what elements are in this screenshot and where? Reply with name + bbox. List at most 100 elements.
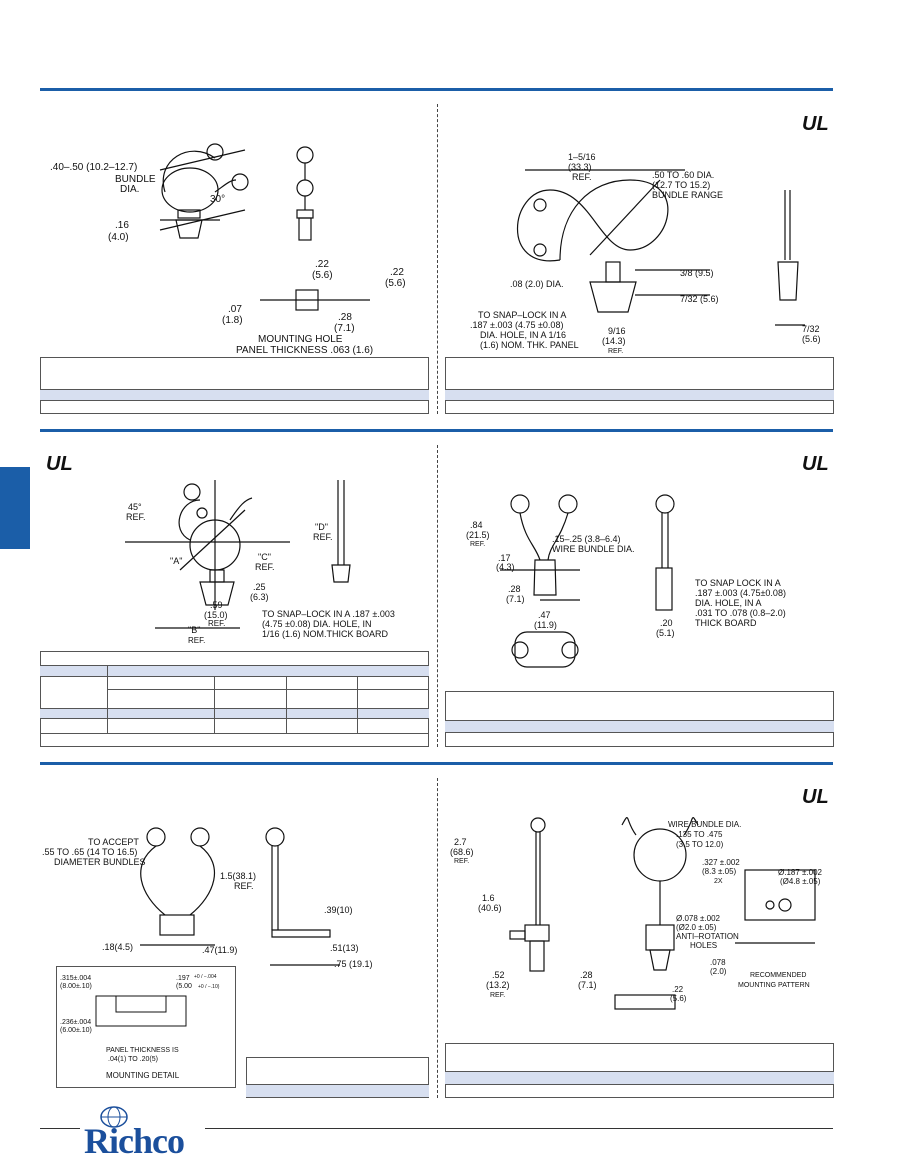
ref-label: REF. <box>490 992 505 999</box>
snap-lock-label: 1/16 (1.6) NOM.THICK BOARD <box>262 629 389 639</box>
dimension-label: .20 <box>660 618 673 628</box>
dimension-label: (5.6) <box>802 334 821 344</box>
table-col <box>286 677 287 733</box>
wire-bundle-label: (3.5 TO 12.0) <box>676 840 724 849</box>
dimension-label: (5.6) <box>385 278 406 289</box>
dimension-label: 7/32 <box>802 324 820 334</box>
dimension-label: (14.3) <box>602 336 626 346</box>
panel-thickness-label: PANEL THICKNESS .063 (1.6) <box>236 345 373 355</box>
dimension-label: (13.2) <box>486 980 510 990</box>
side-tab <box>0 467 30 549</box>
mounting-hole-label: MOUNTING HOLE <box>258 334 343 345</box>
dimension-label: .51(13) <box>330 943 359 953</box>
dimension-label: 9/16 <box>608 326 626 336</box>
section-rule-1 <box>40 88 833 91</box>
dimension-label: .197 <box>176 975 190 982</box>
section-rule-3 <box>40 762 833 765</box>
ul-listed-icon: UL <box>46 453 73 474</box>
tolerance-label: +0 / −.10) <box>198 984 220 990</box>
dimension-label: (40.6) <box>478 903 502 913</box>
dia-range-label: (12.7 TO 15.2) <box>652 180 710 190</box>
dimension-label: (21.5) <box>466 530 490 540</box>
dimension-label: (1.8) <box>222 315 243 326</box>
dimension-label: (5.1) <box>656 628 675 638</box>
dimension-label: 3/8 (9.5) <box>680 268 714 278</box>
snap-lock-label: .187 ±.003 (4.75±0.08) <box>695 588 786 598</box>
table-rule <box>40 733 429 734</box>
wire-bundle-label: WIRE BUNDLE DIA. <box>668 820 741 829</box>
accept-label: DIAMETER BUNDLES <box>54 857 146 867</box>
bundle-label: WIRE BUNDLE DIA. <box>552 544 635 554</box>
dimension-label: .327 ±.002 <box>702 858 740 867</box>
recommended-label: RECOMMENDED <box>750 972 806 979</box>
dimension-label: .47(11.9) <box>202 945 237 955</box>
dia-range-label: .50 TO .60 DIA. <box>652 170 714 180</box>
dimension-label: (68.6) <box>450 847 474 857</box>
snap-lock-label: .031 TO .078 (0.8–2.0) <box>695 608 786 618</box>
column-divider-1 <box>437 104 438 414</box>
dimension-label: .75 (19.1) <box>334 959 373 969</box>
bundle-label: BUNDLE <box>115 174 156 185</box>
dimension-label: .28 <box>508 584 521 594</box>
panel6-table <box>445 1043 834 1098</box>
ref-label: REF. <box>126 512 146 522</box>
ref-label: REF. <box>470 541 485 548</box>
dimension-b-label: "B" <box>188 625 200 635</box>
table-col <box>107 665 108 733</box>
dimension-label: (2.0) <box>710 967 727 976</box>
dimension-a-label: "A" <box>170 556 182 566</box>
footer-rule <box>205 1128 833 1129</box>
dimension-label: 7/32 (5.6) <box>680 294 719 304</box>
accept-label: .55 TO .65 (14 TO 16.5) <box>42 847 137 857</box>
ref-label: REF. <box>608 348 623 355</box>
angle-label: 45° <box>128 502 142 512</box>
ref-label: REF. <box>572 172 592 182</box>
dimension-label: (4.0) <box>108 232 129 243</box>
dimension-label: .25 <box>253 582 266 592</box>
wire-dia-label: .08 (2.0) DIA. <box>510 279 564 289</box>
dimension-label: .315±.004 <box>60 975 91 982</box>
mounting-detail-drawing: .315±.004 (8.00±.10) .197 +0 / −.004 (5.… <box>60 974 220 1080</box>
ref-label: REF. <box>454 858 469 865</box>
dimension-label: .078 <box>710 958 726 967</box>
panel4-drawing: .84 (21.5) REF. .15–.25 (3.8–6.4) WIRE B… <box>466 494 786 668</box>
panel5-drawing: TO ACCEPT .55 TO .65 (14 TO 16.5) DIAMET… <box>42 827 373 969</box>
dimension-label: 2X <box>714 878 723 885</box>
dimension-label: Ø.078 ±.002 <box>676 914 721 923</box>
table-header-row <box>445 1071 834 1085</box>
dimension-label: .22 <box>672 985 684 994</box>
dimension-label: (6.00±.10) <box>60 1027 92 1034</box>
dimension-label: (7.1) <box>506 594 525 604</box>
ul-listed-icon: UL <box>802 113 829 134</box>
table-rule <box>107 689 429 690</box>
dimension-label: .28 <box>580 970 593 980</box>
dimension-label: .52 <box>492 970 505 980</box>
dimension-label: .17 <box>498 553 511 563</box>
dimension-label: .18(4.5) <box>102 942 133 952</box>
ul-mark-text: UL <box>802 786 829 807</box>
panel-thickness-label: .04(1) TO .20(5) <box>108 1056 158 1063</box>
dimension-label: 2.7 <box>454 837 467 847</box>
panel2-drawing: 1–5/16 (33.3) REF. .50 TO .60 DIA. (12.7… <box>470 152 821 355</box>
dimension-label: .22 <box>315 259 329 270</box>
panel6-drawing: 2.7 (68.6) REF. 1.6 (40.6) .52 (13.2) RE… <box>450 817 823 1010</box>
dimension-label: .236±.004 <box>60 1019 91 1026</box>
dimension-label: .47 <box>538 610 551 620</box>
snap-lock-label: DIA. HOLE, IN A <box>695 598 762 608</box>
dimension-label: .28 <box>338 312 352 323</box>
mounting-detail-label: MOUNTING DETAIL <box>106 1071 180 1080</box>
dimension-label: (8.00±.10) <box>60 983 92 990</box>
mounting-detail-box <box>56 966 236 1088</box>
dimension-label: .16 <box>115 220 129 231</box>
table-header-row <box>246 1084 429 1098</box>
table-col <box>214 677 215 733</box>
dimension-label: (33.3) <box>568 162 592 172</box>
dimension-label: (7.1) <box>578 980 597 990</box>
dimension-label: .59 <box>210 600 223 610</box>
ref-label: REF. <box>208 619 225 628</box>
footer-rule <box>40 1128 80 1129</box>
ul-mark-text: UL <box>802 453 829 474</box>
bundle-range-label: .15–.25 (3.8–6.4) <box>552 534 621 544</box>
ref-label: REF. <box>188 636 205 645</box>
snap-lock-label: DIA. HOLE, IN A 1/16 <box>480 330 566 340</box>
